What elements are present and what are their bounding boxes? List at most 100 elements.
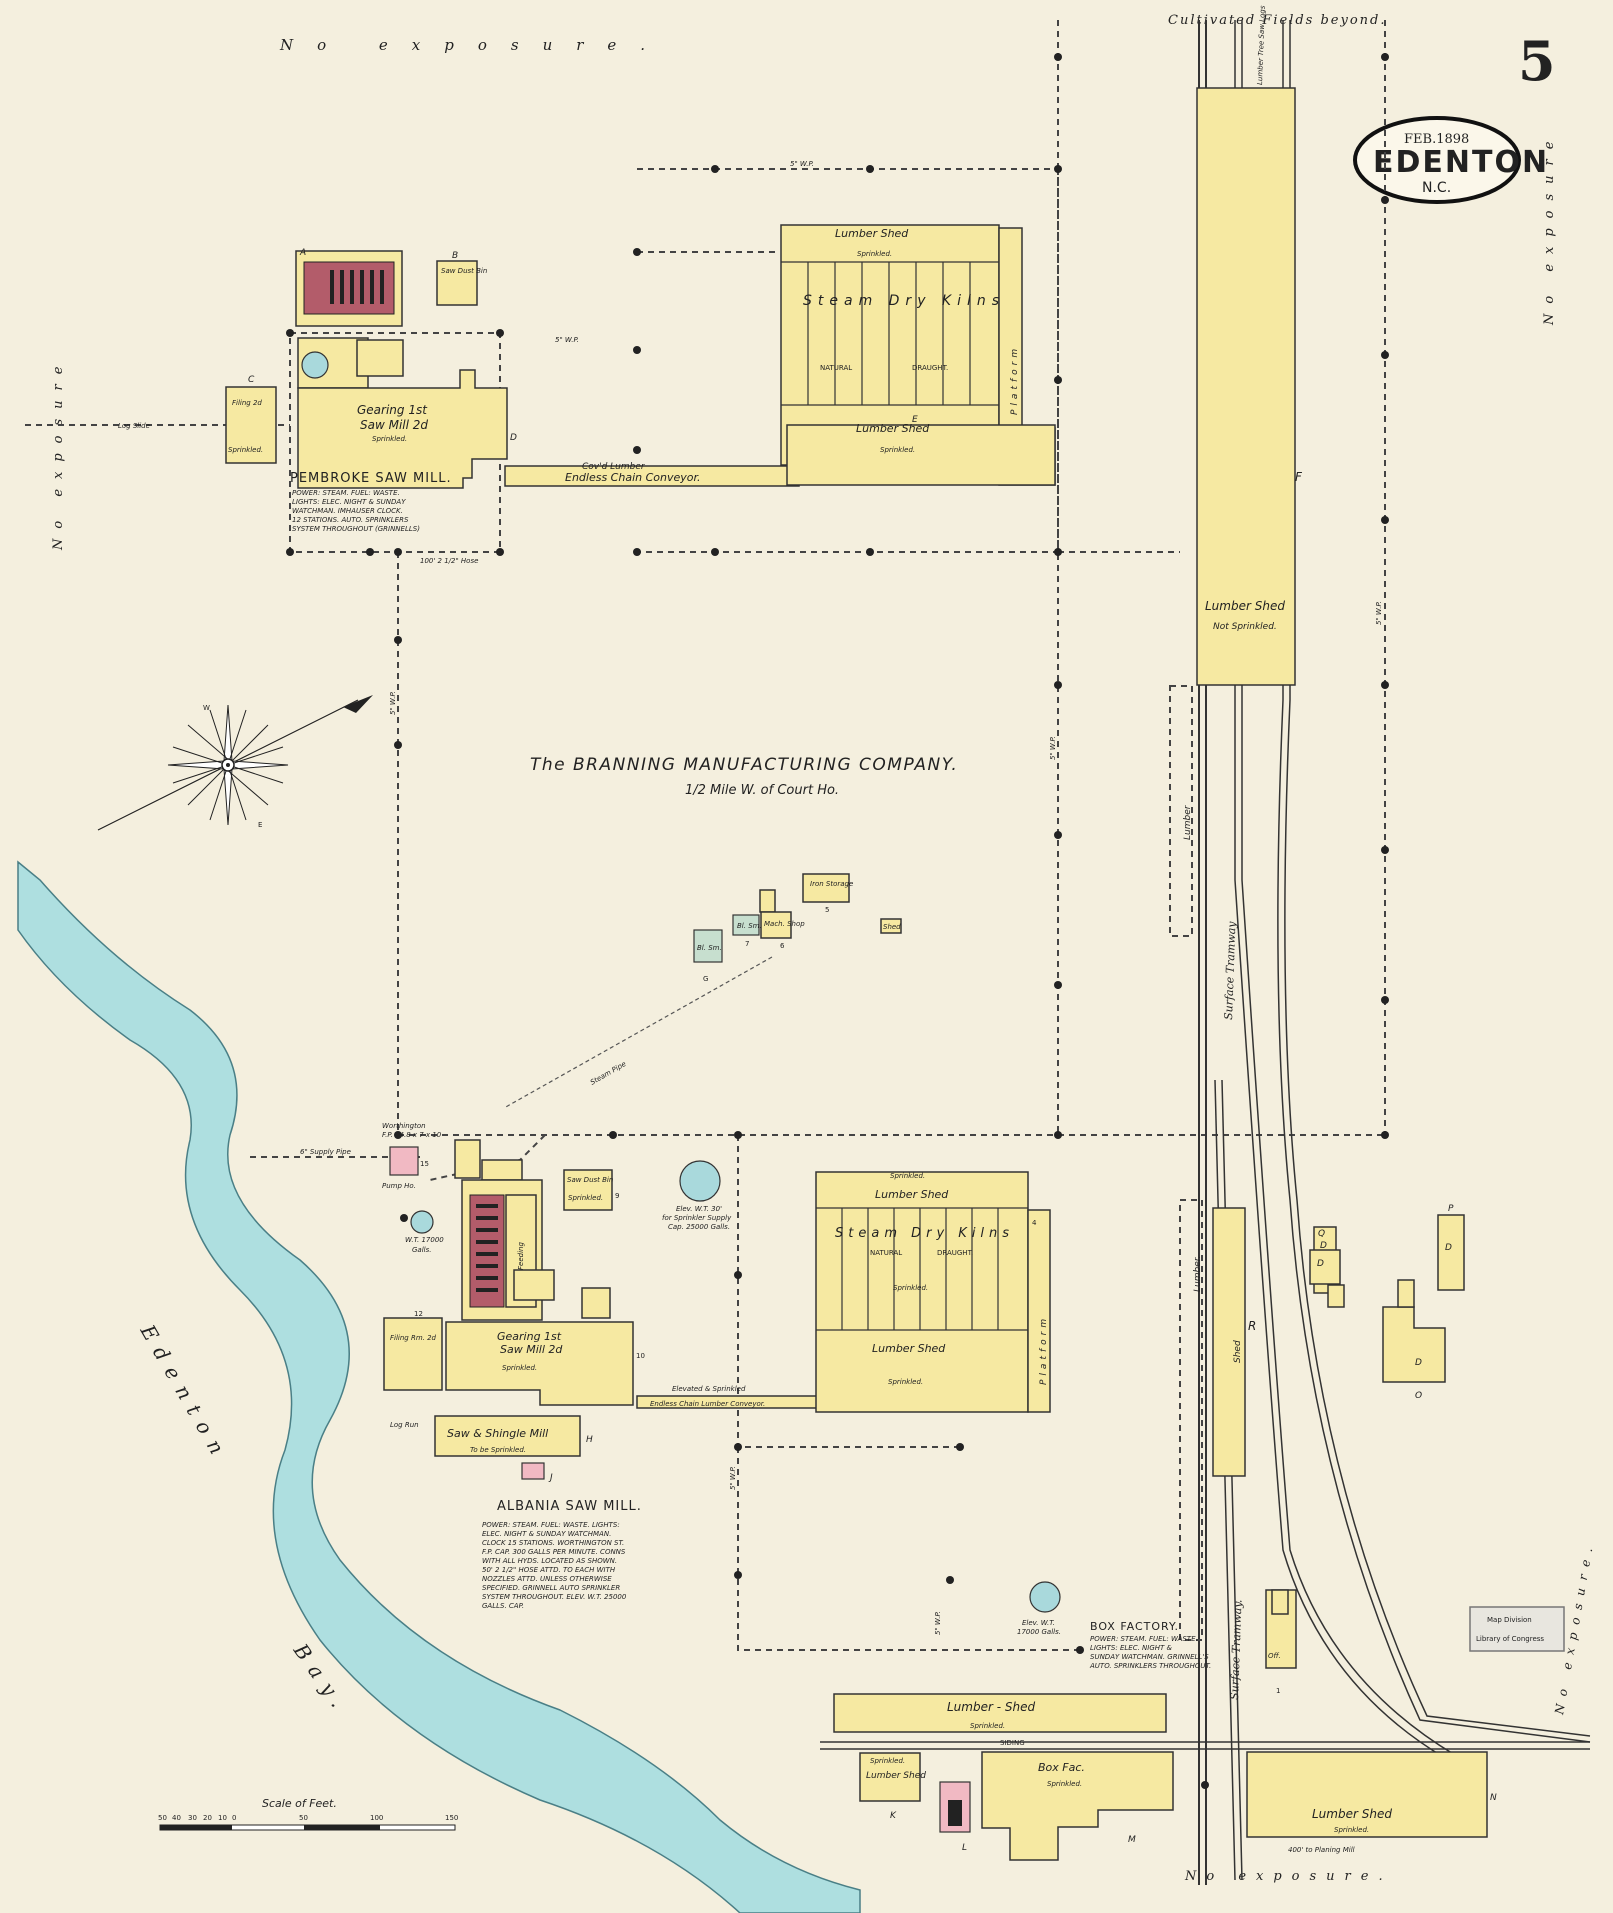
svg-text:Bl. Sm.: Bl. Sm.: [697, 944, 722, 952]
svg-text:Saw & Shingle Mill: Saw & Shingle Mill: [447, 1427, 548, 1440]
wp-label-7: 5" W.P.: [934, 1611, 942, 1635]
town-cartouche: FEB.1898 EDENTON N.C.: [1353, 116, 1549, 204]
wp-label-2: 5" W.P.: [389, 691, 397, 715]
svg-text:NOZZLES ATTD. UNLESS OTHERWISE: NOZZLES ATTD. UNLESS OTHERWISE: [482, 1575, 612, 1583]
svg-text:Box Fac.: Box Fac.: [1038, 1761, 1085, 1774]
svg-text:N.C.: N.C.: [1422, 180, 1451, 196]
svg-text:50: 50: [158, 1814, 167, 1822]
letter-a: A: [299, 248, 306, 258]
svg-text:K: K: [890, 1811, 897, 1821]
svg-text:D: D: [1317, 1259, 1324, 1269]
wp-label-3: 5" W.P.: [1049, 736, 1057, 760]
letter-r: R: [1248, 1319, 1256, 1333]
svg-text:15: 15: [420, 1160, 429, 1168]
lumber-shed-siding: [833, 1693, 1167, 1733]
wp-label-6: 5" W.P.: [729, 1466, 737, 1490]
svg-text:Sprinkled.: Sprinkled.: [890, 1172, 925, 1180]
upper-lumber-shed-label: Lumber Shed: [835, 227, 909, 240]
svg-text:E: E: [258, 821, 262, 829]
letter-f: F: [1295, 470, 1303, 484]
wp-label-5: 5" W.P.: [1375, 601, 1383, 625]
svg-text:1: 1: [1276, 1687, 1280, 1695]
elev-wt-upper-label: Elev. W.T. 30': [676, 1205, 722, 1213]
filing-label: Filing 2d: [232, 399, 262, 407]
lumber-tree-note: Lumber Tree Saw Logs: [1256, 5, 1267, 85]
svg-text:Filing Rm. 2d: Filing Rm. 2d: [390, 1334, 437, 1342]
albania-mill-name: ALBANIA SAW MILL.: [497, 1499, 642, 1514]
box-factory-name: BOX FACTORY.: [1090, 1620, 1179, 1633]
svg-text:P: P: [1448, 1204, 1454, 1214]
svg-text:To be Sprinkled.: To be Sprinkled.: [470, 1446, 526, 1454]
svg-text:DRAUGHT.: DRAUGHT.: [937, 1249, 973, 1257]
lower-conveyor-label-2: Endless Chain Lumber Conveyor.: [650, 1400, 765, 1408]
svg-text:Scale of Feet.: Scale of Feet.: [262, 1797, 337, 1810]
lumber-pile-dashed: [1169, 685, 1193, 937]
elev-wt-lower-label-2: 17000 Galls.: [1017, 1628, 1061, 1636]
svg-text:L: L: [962, 1843, 967, 1853]
log-run-label: Log Run: [390, 1421, 419, 1429]
lumber-shed-siding-sprinkled: Sprinkled.: [970, 1722, 1005, 1730]
letter-e: E: [912, 415, 918, 425]
svg-text:Shed: Shed: [883, 923, 901, 931]
elevated-water-tank-17000: [1029, 1581, 1061, 1613]
lumber-shed-f-label: Lumber Shed: [1205, 599, 1285, 613]
svg-text:40: 40: [172, 1814, 181, 1822]
pembroke-description: POWER: STEAM. FUEL: WASTE. LIGHTS: ELEC.…: [292, 489, 420, 533]
dry-kilns-lower: Sprinkled. Lumber Shed Steam Dry Kilns N…: [815, 1171, 1051, 1413]
svg-text:Off.: Off.: [1268, 1652, 1281, 1660]
letter-d: D: [510, 433, 517, 443]
svg-text:Lumber Shed: Lumber Shed: [872, 1342, 946, 1355]
svg-text:Sprinkled.: Sprinkled.: [502, 1364, 537, 1372]
svg-text:GALLS. CAP.: GALLS. CAP.: [482, 1602, 524, 1610]
svg-text:6: 6: [780, 942, 785, 950]
upper-lumber-shed-lower-sprinkled: Sprinkled.: [880, 446, 915, 454]
wp-label-1: 5" W.P.: [555, 336, 579, 344]
siding-label: SIDING: [1000, 1739, 1025, 1747]
svg-text:Feeding: Feeding: [517, 1242, 525, 1270]
surface-tramway-label: Surface Tramway: [1222, 920, 1238, 1020]
upper-lumber-shed-lower-label: Lumber Shed: [856, 422, 930, 435]
worthington-spec: F.P. 14.8 x 7 x 10: [382, 1131, 442, 1139]
upper-dry-kilns-label: Steam Dry Kilns: [803, 293, 1005, 309]
east-dwellings: D P D D Q D O Off. 1: [1265, 1204, 1465, 1695]
lumber-pile-label-2: Lumber.: [1193, 1256, 1203, 1292]
svg-text:100: 100: [370, 1814, 383, 1822]
lumber-shed-f-status: Not Sprinkled.: [1213, 622, 1277, 632]
svg-text:POWER: STEAM. FUEL: WASTE.: POWER: STEAM. FUEL: WASTE.: [292, 489, 400, 497]
lower-conveyor-label-1: Elevated & Sprinkled: [672, 1385, 746, 1393]
upper-lumber-shed-sprinkled: Sprinkled.: [857, 250, 892, 258]
svg-text:Map Division: Map Division: [1487, 1616, 1532, 1624]
pembroke-sprinkled: Sprinkled.: [372, 435, 407, 443]
middle-outbuildings: Iron Storage 5 Mach. Shop 6 Bl. Sm. 7 Bl…: [503, 873, 902, 1109]
lumber-shed-n-label: Lumber Shed: [1312, 1807, 1392, 1821]
scale-of-feet: Scale of Feet. 50 40 30 20 10 0 50 100 1…: [158, 1797, 458, 1831]
svg-text:7: 7: [745, 940, 749, 948]
upper-draught-label: DRAUGHT.: [912, 364, 948, 372]
dry-kilns-upper: Lumber Shed Sprinkled. Steam Dry Kilns N…: [780, 224, 1056, 486]
pembroke-gearing-label: Gearing 1st: [357, 403, 428, 417]
svg-text:LIGHTS: ELEC. NIGHT &: LIGHTS: ELEC. NIGHT &: [1090, 1644, 1173, 1652]
svg-text:Saw Mill 2d: Saw Mill 2d: [500, 1343, 563, 1356]
letter-n: N: [1490, 1793, 1497, 1803]
svg-text:EDENTON: EDENTON: [1373, 145, 1549, 180]
svg-text:Gearing 1st: Gearing 1st: [497, 1330, 562, 1343]
lumber-shed-siding-label: Lumber - Shed: [947, 1700, 1035, 1714]
svg-text:Library of Congress: Library of Congress: [1476, 1635, 1544, 1643]
svg-text:H: H: [586, 1435, 593, 1445]
elevated-water-tank-25000: [679, 1160, 721, 1202]
svg-text:50: 50: [299, 1814, 308, 1822]
svg-text:SYSTEM THROUGHOUT. ELEV. W.T.: SYSTEM THROUGHOUT. ELEV. W.T. 25000: [482, 1593, 627, 1601]
left-exposure-note: No exposure: [51, 357, 66, 551]
edenton-bay-water: [17, 860, 861, 1913]
upper-conveyor-label-2: Endless Chain Conveyor.: [565, 471, 701, 484]
svg-text:SPECIFIED. GRINNELL AUTO SPRIN: SPECIFIED. GRINNELL AUTO SPRINKLER: [482, 1584, 620, 1592]
svg-text:Sprinkled.: Sprinkled.: [870, 1757, 905, 1765]
svg-text:50' 2 1/2" HOSE ATTD. TO EACH: 50' 2 1/2" HOSE ATTD. TO EACH WITH: [482, 1566, 616, 1574]
elev-wt-upper-label-3: Cap. 25000 Galls.: [668, 1223, 730, 1231]
svg-text:F.P. CAP. 300 GALLS PER MINUTE: F.P. CAP. 300 GALLS PER MINUTE. CONNS: [482, 1548, 626, 1556]
cultivated-fields-note: Cultivated Fields beyond.: [1168, 13, 1387, 28]
svg-text:Q: Q: [1318, 1229, 1325, 1239]
svg-text:Sprinkled.: Sprinkled.: [893, 1284, 928, 1292]
svg-text:Iron Storage: Iron Storage: [810, 880, 853, 888]
